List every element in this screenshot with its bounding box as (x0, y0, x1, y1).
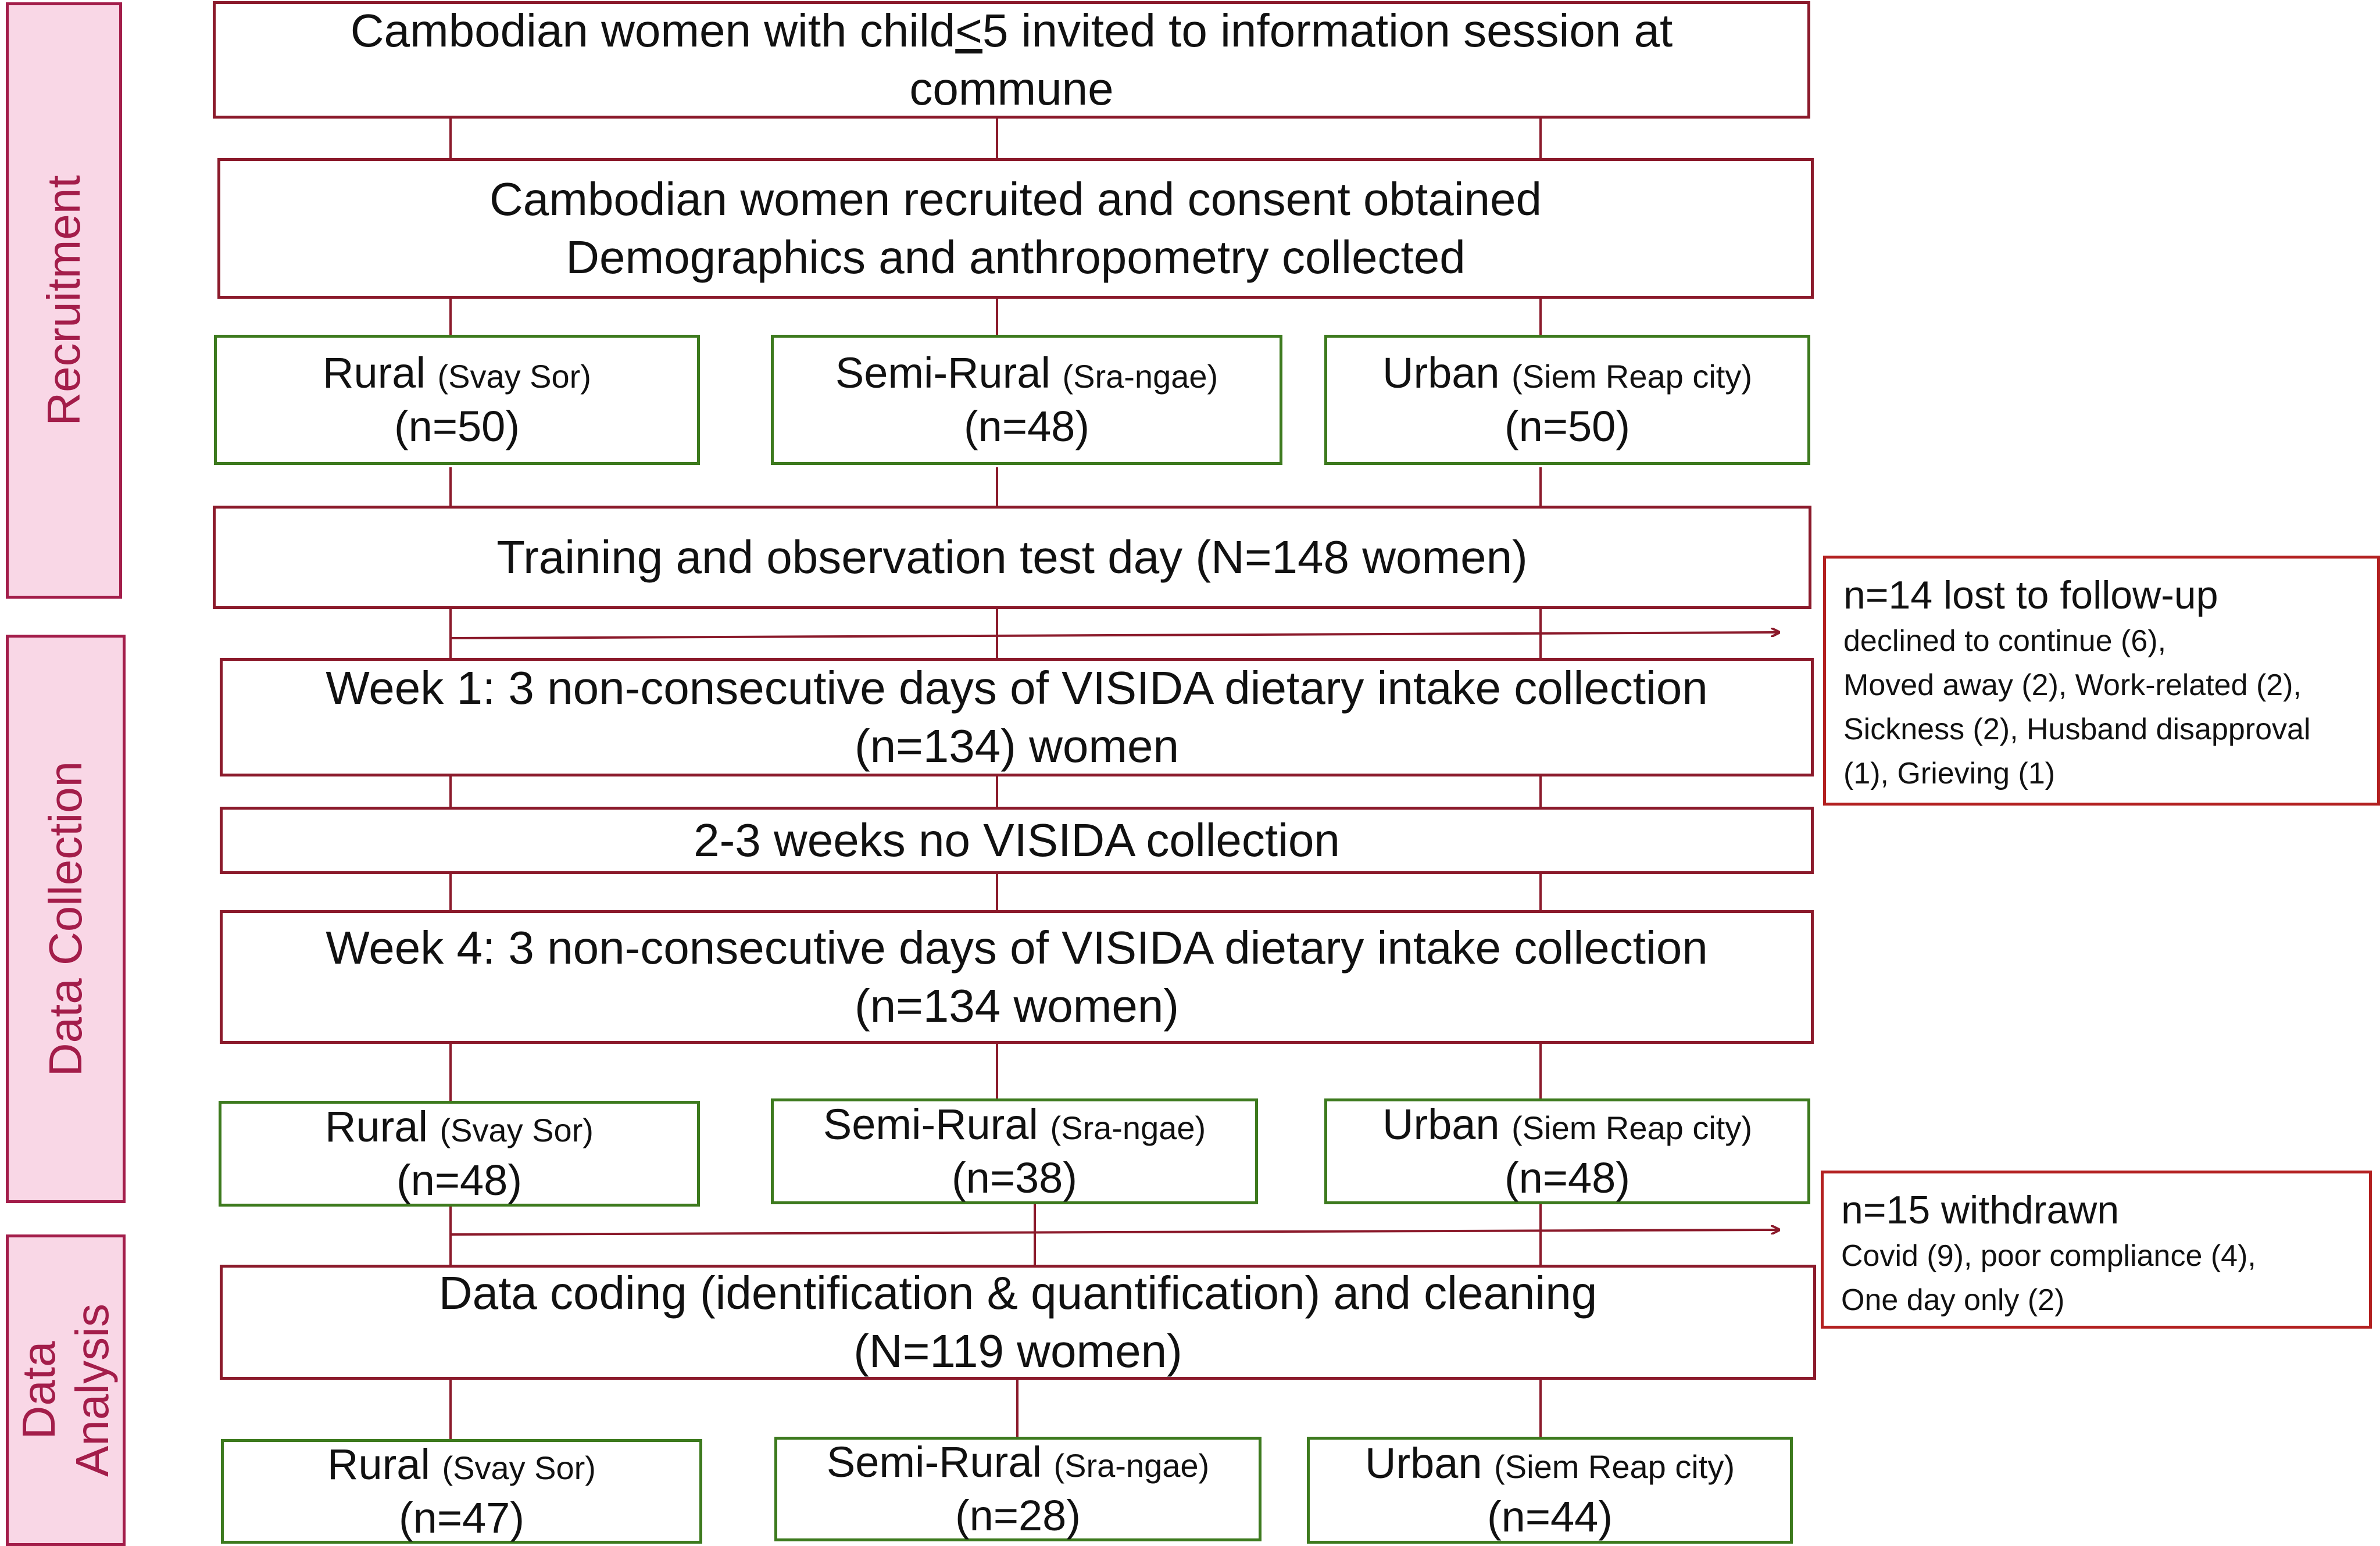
lost-to-followup-note: n=14 lost to follow-up declined to conti… (1823, 556, 2380, 806)
phase-label: Data Analysis (12, 1304, 119, 1477)
group-name: Urban (1382, 349, 1500, 397)
phase-recruitment: Recruitment (6, 2, 122, 599)
note-line: (1), Grieving (1) (1843, 757, 2056, 790)
invite-box: Cambodian women with child<5 invited to … (213, 1, 1810, 119)
phase-label: Recruitment (38, 175, 90, 426)
note-line: declined to continue (6), (1843, 624, 2167, 658)
group-urban-recruitment: Urban (Siem Reap city) (n=50) (1324, 335, 1810, 465)
group-line: Rural (Svay Sor) (325, 1102, 594, 1155)
group-place: (Siem Reap city) (1511, 358, 1752, 395)
box-line: (N=119 women) (853, 1325, 1182, 1377)
note-line: Covid (9), poor compliance (4), (1841, 1239, 2256, 1273)
gap-box: 2-3 weeks no VISIDA collection (220, 807, 1814, 874)
group-line: Urban (Siem Reap city) (1382, 1100, 1752, 1153)
box-line: Cambodian women recruited and consent ob… (489, 173, 1542, 225)
group-place: (Svay Sor) (442, 1450, 596, 1486)
group-semi-rural-analysis: Semi-Rural (Sra-ngae) (n=28) (774, 1437, 1262, 1541)
group-count: (n=48) (1505, 1154, 1630, 1202)
group-place: (Sra-ngae) (1053, 1447, 1210, 1484)
group-count: (n=38) (952, 1154, 1077, 1202)
group-place: (Svay Sor) (437, 358, 591, 395)
group-urban-analysis: Urban (Siem Reap city) (n=44) (1307, 1437, 1793, 1544)
phase-label-line: Analysis (66, 1304, 118, 1477)
note-line: One day only (2) (1841, 1283, 2065, 1317)
group-name: Rural (325, 1103, 428, 1151)
recruited-box: Cambodian women recruited and consent ob… (217, 158, 1814, 299)
box-line: Data coding (identification & quantifica… (438, 1267, 1598, 1319)
group-count: (n=50) (1505, 402, 1630, 450)
group-name: Semi-Rural (835, 349, 1050, 397)
group-place: (Svay Sor) (439, 1112, 594, 1148)
phase-data-analysis: Data Analysis (6, 1234, 126, 1546)
group-semi-rural-collection: Semi-Rural (Sra-ngae) (n=38) (771, 1098, 1258, 1204)
group-name: Rural (323, 349, 426, 397)
week4-box: Week 4: 3 non-consecutive days of VISIDA… (220, 910, 1814, 1044)
group-line: Rural (Svay Sor) (327, 1440, 596, 1493)
group-count: (n=28) (955, 1491, 1081, 1540)
group-count: (n=47) (399, 1494, 524, 1542)
group-place: (Sra-ngae) (1062, 358, 1218, 395)
box-line: (n=134 women) (854, 980, 1180, 1032)
group-line: Urban (Siem Reap city) (1365, 1438, 1735, 1492)
group-rural-analysis: Rural (Svay Sor) (n=47) (221, 1439, 702, 1544)
group-count: (n=48) (964, 402, 1089, 450)
phase-data-collection: Data Collection (6, 635, 126, 1203)
group-name: Semi-Rural (823, 1100, 1038, 1148)
note-line: Sickness (2), Husband disapproval (1843, 713, 2311, 746)
note-line: Moved away (2), Work-related (2), (1843, 668, 2302, 702)
withdrawn-arrow (450, 1230, 1779, 1236)
phase-label: Data Collection (40, 761, 91, 1077)
group-urban-collection: Urban (Siem Reap city) (n=48) (1324, 1098, 1810, 1204)
coding-box: Data coding (identification & quantifica… (220, 1265, 1816, 1380)
box-line: Week 1: 3 non-consecutive days of VISIDA… (326, 662, 1708, 714)
box-line: Week 4: 3 non-consecutive days of VISIDA… (326, 922, 1708, 974)
group-line: Semi-Rural (Sra-ngae) (827, 1437, 1209, 1491)
box-line: (n=134) women (854, 720, 1180, 772)
group-count: (n=50) (394, 402, 520, 450)
box-line: Demographics and anthropometry collected (566, 231, 1466, 283)
group-name: Semi-Rural (826, 1438, 1042, 1486)
group-count: (n=44) (1487, 1493, 1613, 1541)
group-name: Rural (327, 1440, 430, 1488)
group-line: Semi-Rural (Sra-ngae) (823, 1100, 1206, 1153)
less-equal-symbol: < (955, 5, 982, 56)
group-place: (Siem Reap city) (1494, 1448, 1735, 1485)
box-text: 5 invited to information session at (982, 5, 1673, 56)
withdrawn-note: n=15 withdrawn Covid (9), poor complianc… (1821, 1171, 2372, 1329)
group-line: Semi-Rural (Sra-ngae) (835, 348, 1218, 402)
group-semi-rural-recruitment: Semi-Rural (Sra-ngae) (n=48) (771, 335, 1282, 465)
note-heading: n=15 withdrawn (1841, 1188, 2120, 1232)
group-rural-recruitment: Rural (Svay Sor) (n=50) (214, 335, 700, 465)
group-name: Urban (1365, 1439, 1482, 1487)
box-line: 2-3 weeks no VISIDA collection (694, 814, 1340, 866)
box-line: Cambodian women with child<5 invited to … (351, 2, 1673, 60)
phase-label-line: Data (13, 1341, 65, 1440)
group-count: (n=48) (396, 1156, 522, 1204)
group-line: Urban (Siem Reap city) (1382, 348, 1752, 402)
lost-arrow (450, 632, 1779, 639)
note-heading: n=14 lost to follow-up (1843, 573, 2218, 617)
group-name: Urban (1382, 1100, 1500, 1148)
group-place: (Siem Reap city) (1511, 1110, 1752, 1146)
group-rural-collection: Rural (Svay Sor) (n=48) (219, 1101, 700, 1207)
week1-box: Week 1: 3 non-consecutive days of VISIDA… (220, 658, 1814, 776)
group-line: Rural (Svay Sor) (323, 348, 591, 402)
group-place: (Sra-ngae) (1050, 1110, 1206, 1146)
box-text: Cambodian women with child (350, 5, 956, 56)
box-line: commune (909, 63, 1114, 114)
training-box: Training and observation test day (N=148… (213, 506, 1811, 609)
box-line: Training and observation test day (N=148… (496, 531, 1528, 583)
